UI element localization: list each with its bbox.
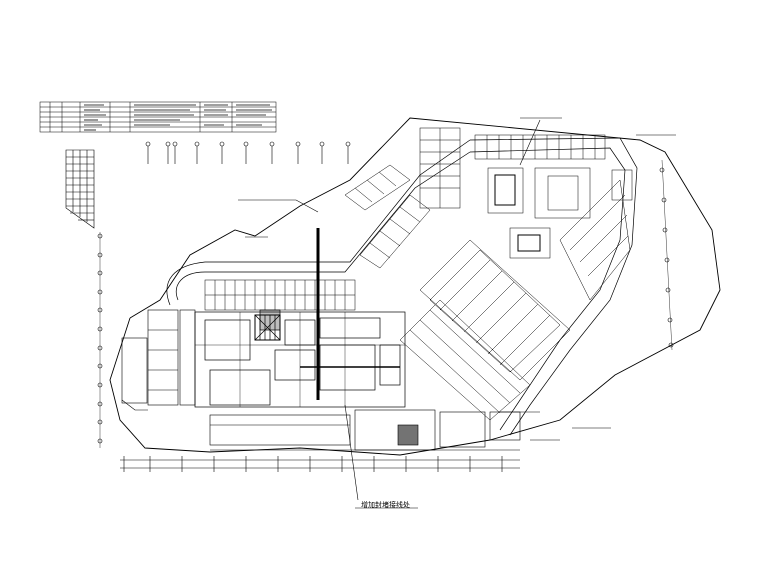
site-keyplan — [65, 149, 95, 229]
bottom-dimension-line — [120, 456, 520, 472]
grid-axis-markers-left — [97, 232, 103, 448]
grid-axis-markers-top — [145, 141, 351, 164]
grid-axis-markers-right — [659, 159, 674, 351]
callout-label: 增加封堵接线处 — [361, 501, 410, 509]
legend-table — [39, 101, 277, 133]
south-strip — [209, 409, 521, 451]
callout-leaders — [238, 117, 676, 509]
parking-wing-northwest — [204, 164, 431, 311]
parking-wing-northeast — [419, 127, 633, 259]
perimeter-road — [166, 137, 638, 436]
site-boundary — [109, 117, 721, 456]
west-structures — [121, 309, 196, 411]
parking-wing-diagonal — [399, 179, 631, 421]
